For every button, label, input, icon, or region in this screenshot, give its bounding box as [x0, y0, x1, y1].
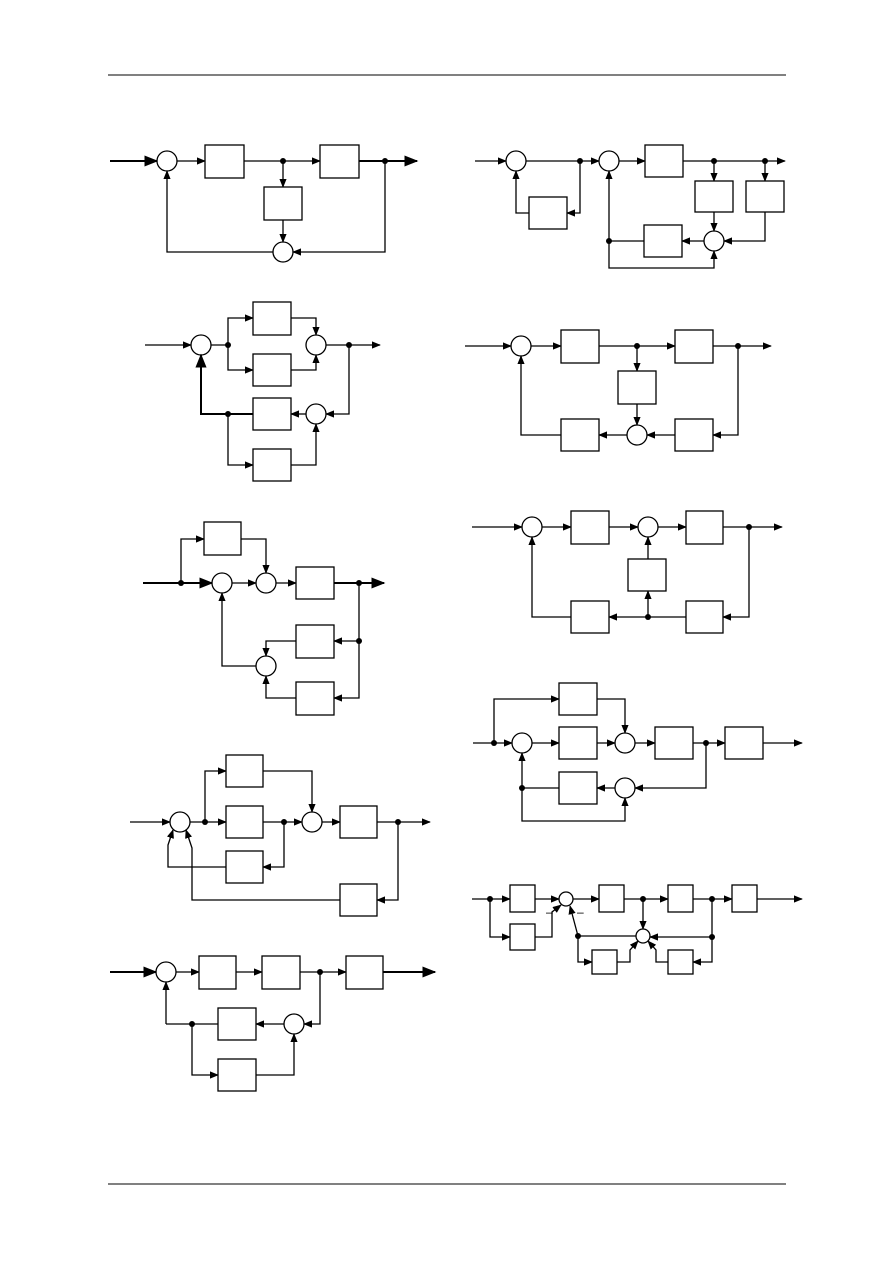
transfer-block — [263, 186, 303, 221]
transfer-block — [198, 955, 237, 990]
summing-junction — [272, 241, 294, 263]
transfer-block — [261, 955, 301, 990]
transfer-block — [694, 180, 734, 213]
transfer-block — [345, 955, 384, 990]
summing-junction — [626, 424, 648, 446]
transfer-block — [217, 1058, 257, 1092]
summing-junction — [190, 334, 212, 356]
diagram-i: – – — [472, 884, 803, 975]
transfer-block — [627, 558, 667, 592]
summing-junction — [558, 891, 574, 907]
summing-junction — [703, 230, 725, 252]
transfer-block — [617, 370, 657, 405]
summing-junction — [511, 732, 533, 754]
summing-junction — [305, 403, 327, 425]
transfer-block — [204, 144, 245, 179]
transfer-block — [724, 726, 764, 760]
summing-junction — [598, 150, 620, 172]
summing-junction — [614, 777, 636, 799]
summing-junction — [635, 928, 651, 944]
transfer-block — [217, 1007, 257, 1041]
transfer-block — [674, 418, 714, 452]
transfer-block — [570, 600, 610, 634]
transfer-block — [295, 566, 335, 600]
summing-junction — [637, 516, 659, 538]
minus-sign: – — [577, 905, 584, 919]
summing-junction — [169, 811, 191, 833]
diagram-e — [143, 521, 386, 716]
transfer-block — [225, 850, 264, 884]
transfer-block — [570, 510, 610, 545]
transfer-block — [295, 624, 335, 659]
transfer-block — [225, 754, 264, 788]
diagram-a — [110, 144, 419, 263]
summing-junction — [614, 732, 636, 754]
transfer-block — [745, 180, 785, 213]
transfer-block — [667, 884, 694, 913]
transfer-block — [252, 448, 292, 482]
transfer-block — [644, 144, 684, 178]
summing-junction — [156, 150, 178, 172]
transfer-block — [203, 521, 242, 556]
minus-sign: – — [546, 905, 553, 919]
summing-junction — [211, 572, 233, 594]
transfer-block — [339, 883, 378, 917]
transfer-block — [560, 329, 600, 364]
transfer-block — [319, 144, 360, 179]
transfer-block — [509, 884, 536, 913]
transfer-block — [528, 196, 568, 230]
summing-junction — [301, 811, 323, 833]
transfer-block — [667, 949, 694, 975]
diagram-g — [473, 682, 803, 822]
transfer-block — [654, 726, 694, 760]
transfer-block — [598, 884, 625, 913]
transfer-block — [252, 353, 292, 387]
transfer-block — [558, 771, 598, 805]
transfer-block — [560, 418, 600, 452]
summing-junction — [255, 655, 277, 677]
transfer-block — [591, 949, 618, 975]
transfer-block — [685, 600, 724, 634]
summing-junction — [305, 334, 327, 356]
diagram-b — [475, 144, 786, 269]
summing-junction — [505, 150, 527, 172]
summing-junction — [283, 1013, 305, 1035]
transfer-block — [252, 397, 292, 431]
transfer-block — [558, 726, 598, 760]
transfer-block — [643, 224, 683, 258]
summing-junction — [255, 572, 277, 594]
transfer-block — [252, 301, 292, 336]
diagram-k — [110, 955, 437, 1092]
diagram-d — [465, 329, 772, 452]
summing-junction — [155, 961, 177, 983]
diagram-f — [472, 510, 783, 634]
diagram-h — [130, 754, 431, 917]
diagram-c — [145, 301, 381, 482]
transfer-block — [685, 510, 724, 545]
transfer-block — [558, 682, 598, 716]
summing-junction — [510, 335, 532, 357]
transfer-block — [509, 923, 536, 951]
transfer-block — [225, 805, 264, 839]
transfer-block — [674, 329, 714, 364]
transfer-block — [731, 884, 758, 913]
transfer-block — [295, 681, 335, 716]
transfer-block — [339, 805, 378, 839]
summing-junction — [521, 516, 543, 538]
